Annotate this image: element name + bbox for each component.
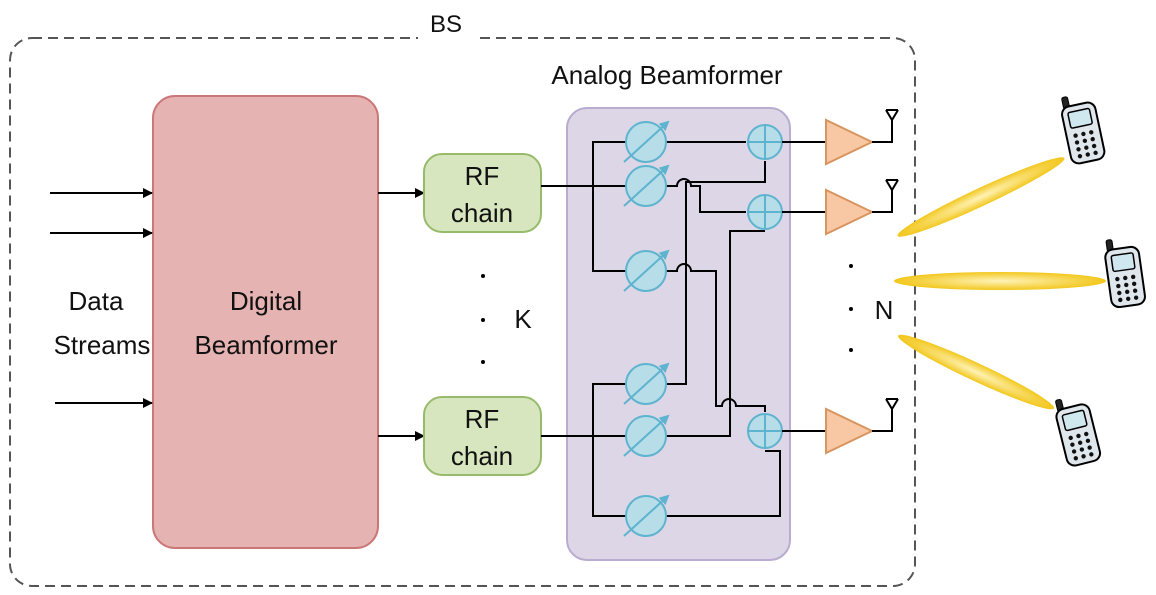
phone-icon <box>1061 96 1106 165</box>
shifter-to-adder-wiring <box>666 141 781 517</box>
ellipsis-dot <box>849 264 853 268</box>
adder-group <box>747 124 783 160</box>
analog-beamformer-region <box>566 107 791 561</box>
rf1-wiring <box>541 141 626 272</box>
rfk-wiring <box>541 383 626 517</box>
digital-label-line2: Beamformer <box>194 330 337 360</box>
digital-label-line1: Digital <box>230 286 302 316</box>
amplifier-icon <box>825 118 875 166</box>
phase-shifter-icon <box>623 414 670 457</box>
phase-shifter-icon <box>623 120 670 163</box>
bs-boundary <box>9 37 916 587</box>
antenna-icon <box>872 109 899 143</box>
digital-beamformer-block <box>152 95 379 549</box>
beam <box>897 157 1065 237</box>
ellipsis-dot <box>481 318 485 322</box>
data-label-line2: Streams <box>54 330 151 360</box>
adder-to-amp-wiring <box>782 141 826 432</box>
rf-label-line2: chain <box>451 198 513 228</box>
ellipsis-dot <box>481 360 485 364</box>
rf-label-line1: RF <box>465 404 500 434</box>
ellipsis-dot <box>849 307 853 311</box>
amplifier-icon <box>825 407 875 455</box>
phone-icon <box>1104 239 1146 309</box>
phase-shifter-icon <box>623 249 670 292</box>
data-label-line1: Data <box>69 286 124 316</box>
phase-shifter-icon <box>623 362 670 405</box>
beam <box>894 272 1106 290</box>
n-label: N <box>875 295 894 325</box>
ellipsis-dot <box>849 348 853 352</box>
antenna-icon <box>872 398 899 432</box>
antenna-icon <box>872 179 899 213</box>
phase-shifter-icon <box>623 494 670 537</box>
analog-title: Analog Beamformer <box>551 60 783 90</box>
adder-group <box>747 413 783 449</box>
rf-label-line1: RF <box>465 161 500 191</box>
rf-label-line2: chain <box>451 441 513 471</box>
ellipsis-dot <box>481 274 485 278</box>
phone-icon <box>1055 398 1102 467</box>
bs-label: BS <box>430 11 462 38</box>
rf-chain-block <box>423 153 542 233</box>
phase-shifter-icon <box>623 164 670 207</box>
beam <box>897 334 1055 410</box>
amplifier-icon <box>825 188 875 236</box>
adder-group <box>747 194 783 230</box>
k-label: K <box>514 304 532 334</box>
